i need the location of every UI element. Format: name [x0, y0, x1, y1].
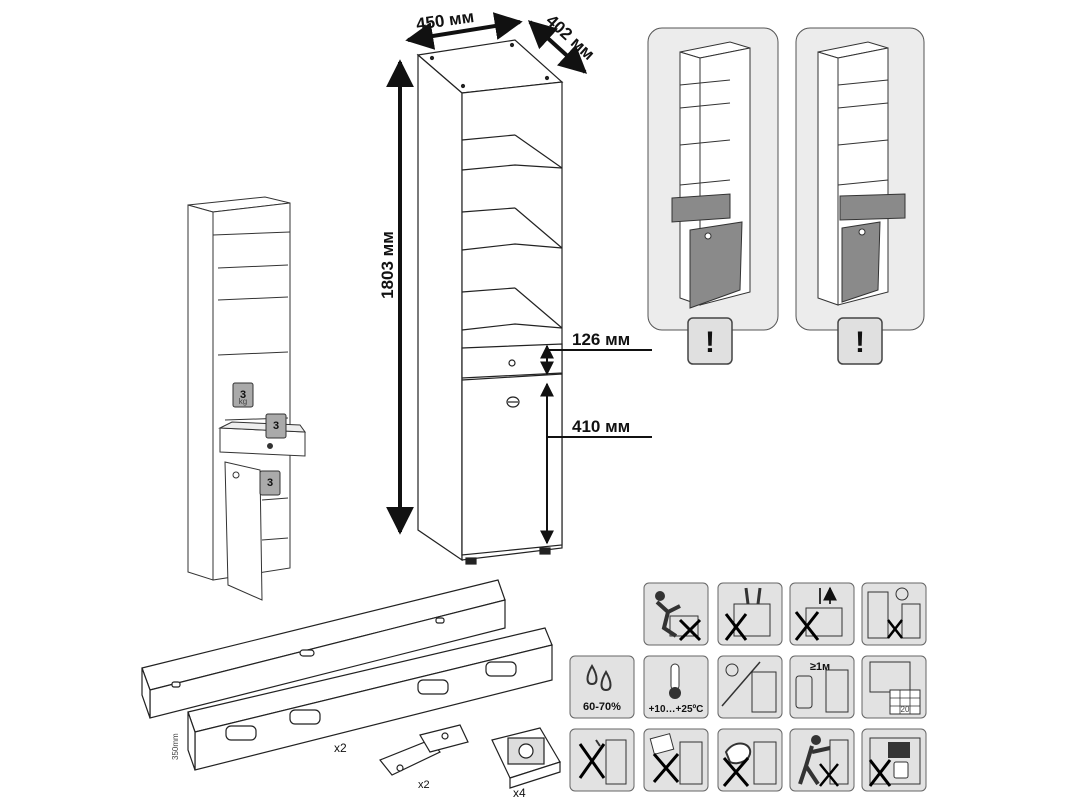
- ventilation-grid-icon: 20: [861, 655, 927, 719]
- temperature-label: +10…+25ºC: [649, 704, 704, 715]
- no-abrasive-cleaning-icon: [717, 728, 783, 792]
- rail-length-label: 350mm: [171, 733, 180, 760]
- weight-label: 3: [240, 389, 246, 401]
- humidity-label: 60-70%: [583, 701, 621, 713]
- main-cabinet: [416, 39, 564, 565]
- no-standing-on-cabinet-icon: [643, 582, 709, 646]
- drawer-rail-upper: [141, 579, 506, 719]
- grid-label: 20: [901, 705, 910, 714]
- foot-icon: [491, 727, 561, 789]
- no-heavy-load-icon: [861, 728, 927, 792]
- weight-label: 3: [273, 420, 279, 432]
- heater-distance-icon: ≥1м: [789, 655, 855, 719]
- height-label: 1803 мм: [378, 231, 397, 299]
- no-chemicals-icon: [643, 728, 709, 792]
- warning-icon: !: [705, 326, 715, 359]
- weight-unit: kg: [239, 397, 247, 406]
- care-icons-grid: 60-70% +10…+25ºC ≥1м 20: [569, 582, 927, 792]
- hinges-qty-label: x2: [418, 779, 430, 791]
- dimension-lines-small: [540, 344, 652, 545]
- drawer-height-label: 126 мм: [572, 330, 630, 349]
- warning-panel-2: !: [795, 27, 925, 365]
- hinge-icon: [379, 724, 469, 776]
- dimension-lines: [386, 12, 588, 535]
- weight-label: 3: [267, 477, 273, 489]
- door-height-label: 410 мм: [572, 417, 630, 436]
- weight-icon: 3 3 3 kg: [232, 382, 287, 496]
- heater-distance-label: ≥1м: [810, 661, 830, 673]
- drawer-rail-lower: [187, 627, 553, 771]
- warning-panel-1: !: [647, 27, 779, 365]
- no-direct-sunlight-icon: [717, 655, 783, 719]
- humidity-icon: 60-70%: [569, 655, 635, 719]
- warning-icon: !: [855, 326, 865, 359]
- temperature-icon: +10…+25ºC: [643, 655, 709, 719]
- rails-qty-label: x2: [334, 741, 347, 755]
- no-climbing-icon: [789, 583, 855, 646]
- feet-qty-label: x4: [513, 786, 526, 800]
- no-water-icon: [569, 728, 635, 792]
- no-pushing-furniture-icon: [789, 728, 855, 792]
- wall-mount-icon: [861, 582, 927, 646]
- no-sitting-on-cabinet-icon: [717, 582, 783, 646]
